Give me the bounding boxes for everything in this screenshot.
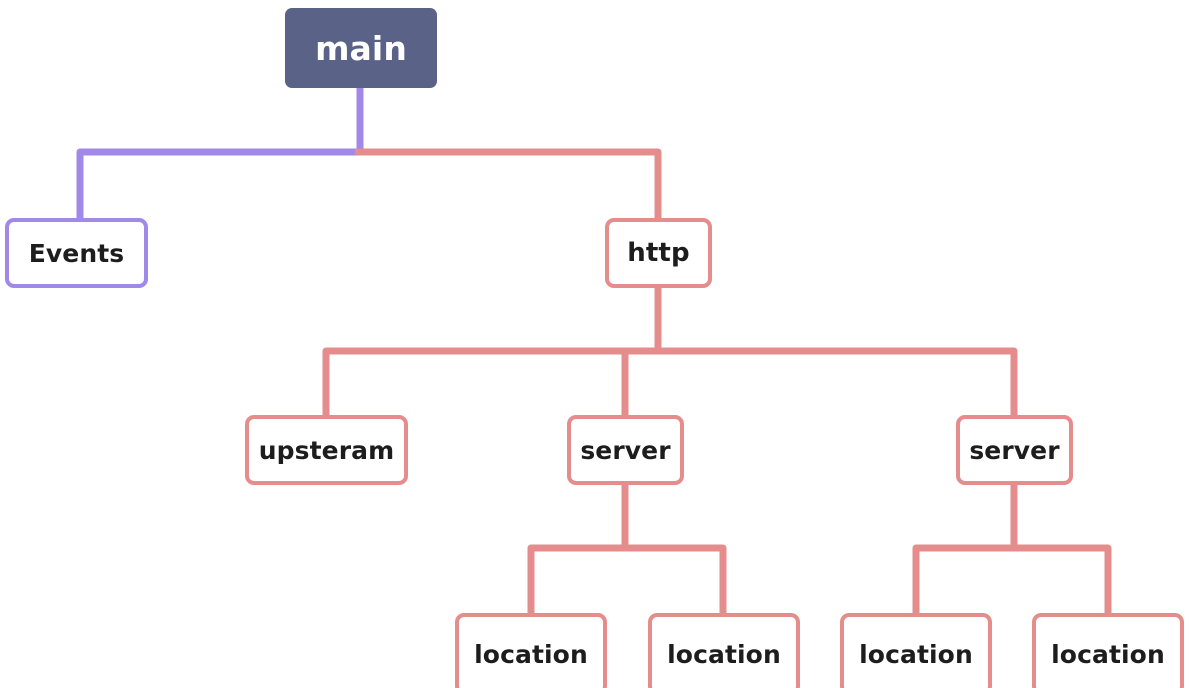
node-server-2-label: server	[969, 435, 1060, 465]
node-events-label: Events	[28, 238, 125, 268]
edge-bus-to-events	[76, 148, 366, 222]
node-location-4-label: location	[1051, 639, 1165, 669]
node-upstream[interactable]: upsteram	[245, 415, 408, 485]
node-main[interactable]: main	[285, 8, 437, 88]
node-location-4[interactable]: location	[1032, 613, 1184, 688]
edge-server-1-to-location-2	[621, 544, 727, 617]
node-location-2-label: location	[667, 639, 781, 669]
edge-server-2-to-location-3	[912, 544, 1018, 617]
node-events[interactable]: Events	[5, 218, 148, 288]
edge-http-to-upstream	[322, 347, 662, 419]
node-server-1[interactable]: server	[567, 415, 684, 485]
edge-server-1-to-location-1	[527, 544, 629, 617]
node-http-label: http	[627, 238, 690, 268]
node-location-3-label: location	[859, 639, 973, 669]
node-location-2[interactable]: location	[648, 613, 800, 688]
edge-server-2-to-location-4	[1010, 544, 1112, 617]
node-http[interactable]: http	[605, 218, 712, 288]
node-server-1-label: server	[580, 435, 671, 465]
node-main-label: main	[315, 28, 407, 68]
node-location-3[interactable]: location	[840, 613, 992, 688]
edge-bus-to-http	[354, 148, 662, 222]
node-server-2[interactable]: server	[956, 415, 1073, 485]
node-upstream-label: upsteram	[258, 435, 395, 465]
node-location-1[interactable]: location	[455, 613, 607, 688]
edge-http-to-server-2	[654, 347, 1018, 419]
node-location-1-label: location	[474, 639, 588, 669]
